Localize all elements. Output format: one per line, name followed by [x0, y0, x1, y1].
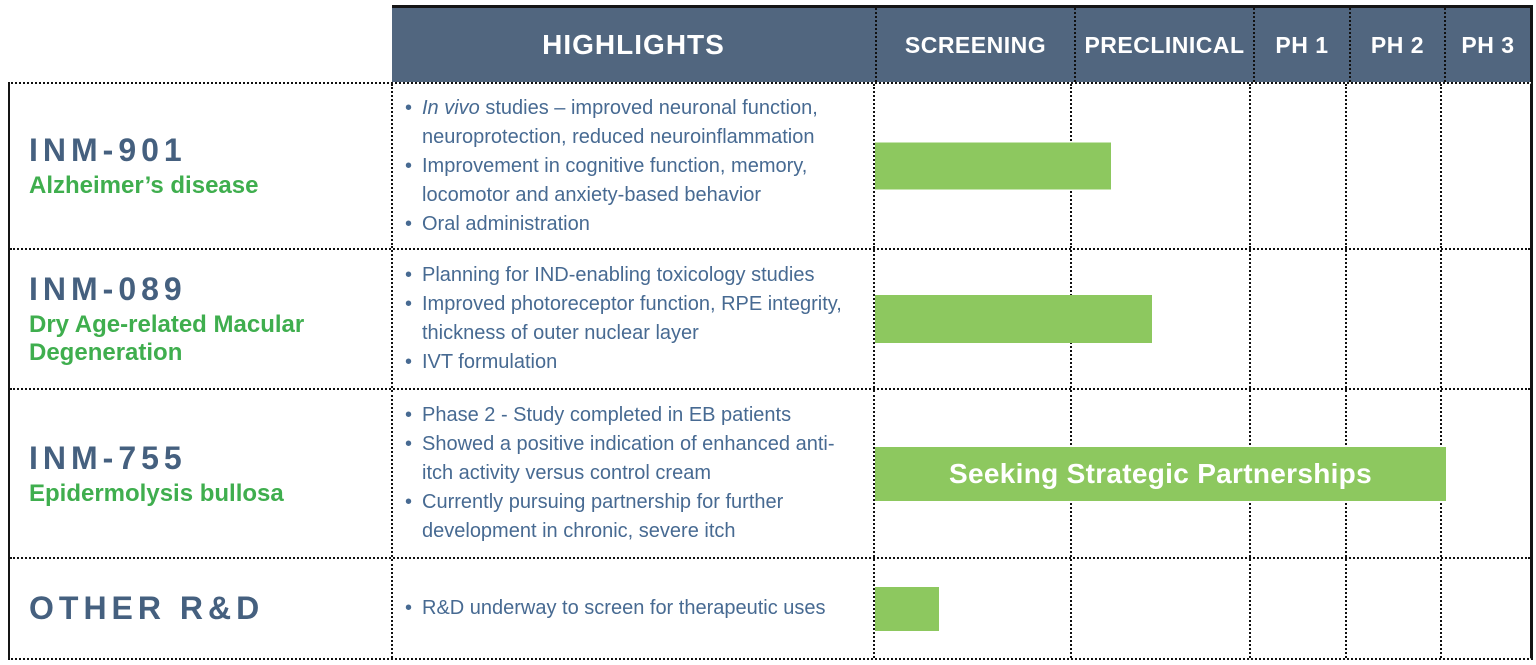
timeline-cell: Seeking Strategic Partnerships [875, 390, 1530, 557]
pipeline-row-inm-755: INM-755 Epidermolysis bullosa •Phase 2 -… [10, 390, 1530, 559]
program-label-cell: INM-089 Dry Age-related Macular Degenera… [10, 250, 393, 388]
header-stage-ph1: PH 1 [1253, 8, 1349, 82]
highlights-list: •Planning for IND-enabling toxicology st… [405, 261, 859, 377]
pipeline-body: INM-901 Alzheimer’s disease •In vivo stu… [8, 82, 1533, 660]
timeline-cell [875, 250, 1530, 388]
program-label-cell: INM-901 Alzheimer’s disease [10, 84, 393, 248]
stage-divider [1249, 559, 1251, 658]
highlight-bullet: •In vivo studies – improved neuronal fun… [405, 96, 818, 148]
highlight-bullet: •R&D underway to screen for therapeutic … [405, 597, 826, 619]
header-stage-ph3: PH 3 [1444, 8, 1530, 82]
progress-bar: Seeking Strategic Partnerships [875, 446, 1446, 501]
stage-divider [1440, 250, 1442, 388]
header-stage-ph2: PH 2 [1349, 8, 1444, 82]
timeline-cell [875, 84, 1530, 248]
pipeline-row-inm-901: INM-901 Alzheimer’s disease •In vivo stu… [10, 84, 1530, 250]
program-indication: Alzheimer’s disease [29, 172, 259, 200]
highlights-list: •R&D underway to screen for therapeutic … [405, 594, 859, 623]
highlight-bullet: •IVT formulation [405, 351, 558, 373]
progress-bar [875, 142, 1111, 190]
stage-divider [1070, 559, 1072, 658]
program-code: INM-901 [29, 132, 187, 169]
program-code: OTHER R&D [29, 590, 265, 626]
stage-divider [1345, 559, 1347, 658]
highlights-list: •In vivo studies – improved neuronal fun… [405, 94, 859, 239]
progress-bar [875, 586, 939, 631]
program-code: INM-755 [29, 439, 187, 476]
pipeline-row-other-rd: OTHER R&D •R&D underway to screen for th… [10, 559, 1530, 658]
program-highlights-cell: •Phase 2 - Study completed in EB patient… [393, 390, 875, 557]
pipeline-header: HIGHLIGHTS SCREENING PRECLINICAL PH 1 PH… [392, 5, 1533, 82]
program-highlights-cell: •In vivo studies – improved neuronal fun… [393, 84, 875, 248]
program-code: INM-089 [29, 271, 187, 308]
highlight-bullet: •Phase 2 - Study completed in EB patient… [405, 404, 792, 426]
highlight-bullet: •Oral administration [405, 212, 590, 235]
stage-divider [1345, 250, 1347, 388]
highlight-bullet: •Improvement in cognitive function, memo… [405, 154, 808, 206]
stage-divider [1440, 559, 1442, 658]
stage-divider [1440, 84, 1442, 248]
program-indication: Dry Age-related Macular Degeneration [29, 311, 305, 366]
pipeline-row-inm-089: INM-089 Dry Age-related Macular Degenera… [10, 250, 1530, 390]
stage-divider [1345, 84, 1347, 248]
program-indication: Epidermolysis bullosa [29, 479, 284, 507]
program-label-cell: INM-755 Epidermolysis bullosa [10, 390, 393, 557]
progress-bar [875, 295, 1152, 343]
program-label-cell: OTHER R&D [10, 559, 393, 658]
header-highlights: HIGHLIGHTS [542, 29, 725, 60]
header-stage-preclinical: PRECLINICAL [1074, 8, 1253, 82]
highlight-bullet: •Improved photoreceptor function, RPE in… [405, 293, 842, 344]
highlight-bullet: •Planning for IND-enabling toxicology st… [405, 264, 815, 286]
program-highlights-cell: •Planning for IND-enabling toxicology st… [393, 250, 875, 388]
highlight-bullet: •Currently pursuing partnership for furt… [405, 491, 784, 542]
stage-divider [1249, 250, 1251, 388]
bar-label: Seeking Strategic Partnerships [949, 457, 1372, 489]
program-highlights-cell: •R&D underway to screen for therapeutic … [393, 559, 875, 658]
highlight-bullet: •Showed a positive indication of enhance… [405, 433, 835, 484]
highlights-list: •Phase 2 - Study completed in EB patient… [405, 401, 859, 546]
header-stage-screening: SCREENING [875, 8, 1074, 82]
stage-divider [1249, 84, 1251, 248]
timeline-cell [875, 559, 1530, 658]
